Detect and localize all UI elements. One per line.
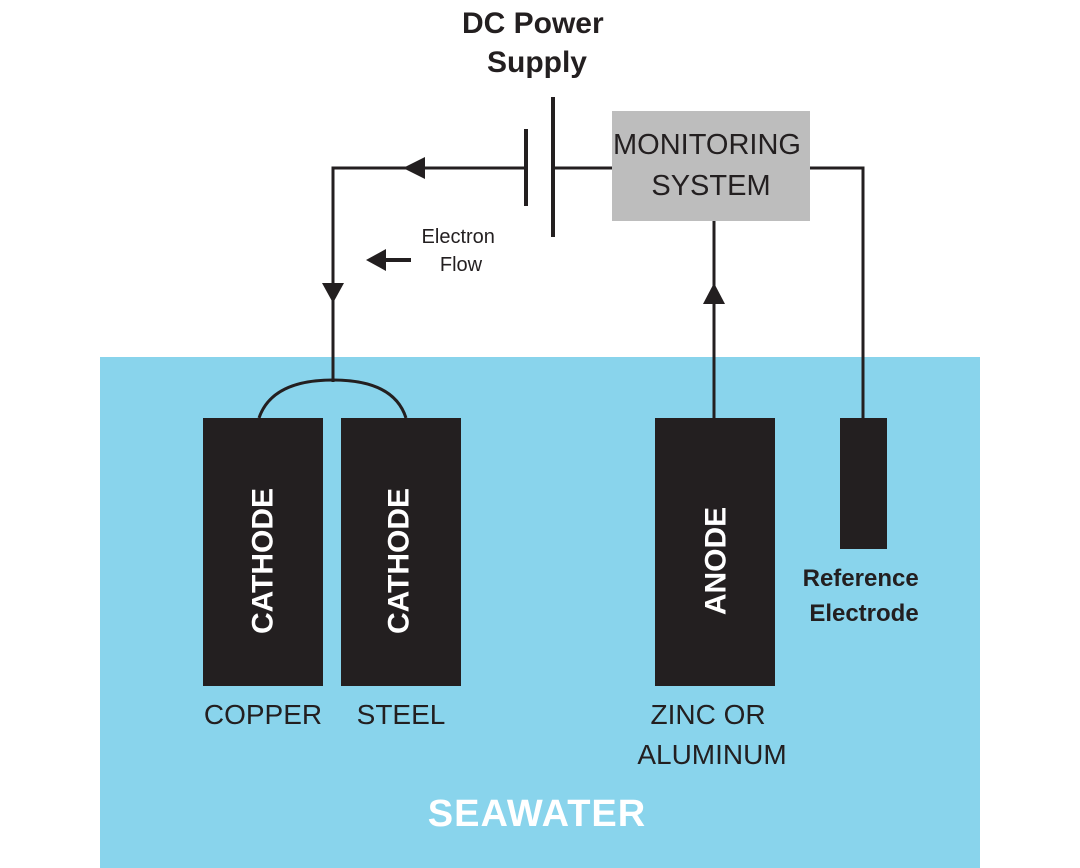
cathode-copper-block — [203, 418, 323, 686]
anode-block — [655, 418, 775, 686]
steel-material-label: STEEL — [357, 699, 446, 730]
arrow-down-icon — [322, 283, 344, 303]
cathode-steel-block — [341, 418, 461, 686]
electron-flow-arrow-icon — [366, 249, 411, 271]
arrow-up-icon — [703, 283, 725, 304]
cathode-copper-label: CATHODE — [247, 488, 280, 634]
wire-cathode-bridge — [257, 378, 408, 419]
cathode-steel-label: CATHODE — [383, 488, 416, 634]
electron-flow-label: Electron Flow — [422, 226, 501, 276]
reference-electrode-block — [840, 418, 887, 549]
anode-label: ANODE — [700, 507, 733, 615]
dc-power-supply-title: DC Power Supply — [462, 7, 612, 79]
copper-material-label: COPPER — [204, 699, 322, 730]
monitoring-system-box — [612, 111, 810, 221]
wire-monitor-to-reference — [810, 166, 865, 418]
wire-battery-to-cathodes — [331, 166, 526, 382]
anode-material-label: ZINC OR ALUMINUM — [637, 699, 786, 770]
wiring — [257, 166, 865, 419]
monitoring-system-label: MONITORING SYSTEM — [613, 129, 809, 202]
seawater-label: SEAWATER — [428, 793, 646, 835]
battery-icon — [524, 97, 555, 237]
arrow-left-top-icon — [403, 157, 425, 179]
reference-electrode-label: Reference Electrode — [803, 565, 926, 627]
